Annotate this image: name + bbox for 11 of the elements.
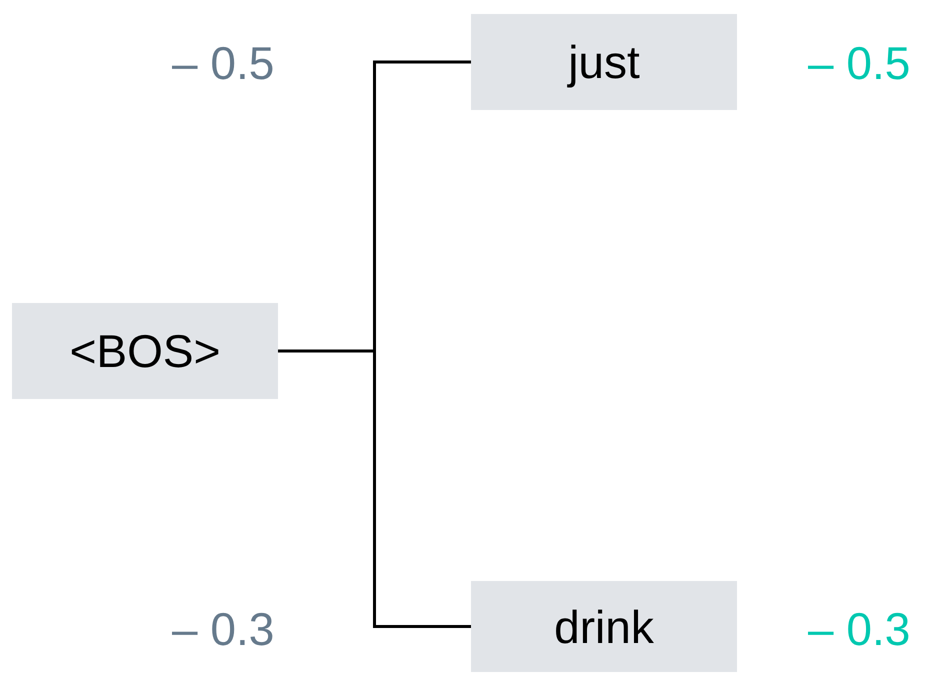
connector-line [278, 350, 471, 628]
token-text: <BOS> [70, 324, 220, 378]
score-label: – 0.5 [808, 40, 910, 86]
token-text: drink [554, 600, 654, 654]
token-text: just [568, 35, 640, 89]
score-label: – 0.3 [808, 606, 910, 652]
score-label: – 0.3 [172, 606, 274, 652]
token-box [471, 581, 737, 672]
score-label: – 0.5 [172, 40, 274, 86]
token-box [471, 14, 737, 110]
token-box [12, 303, 278, 399]
